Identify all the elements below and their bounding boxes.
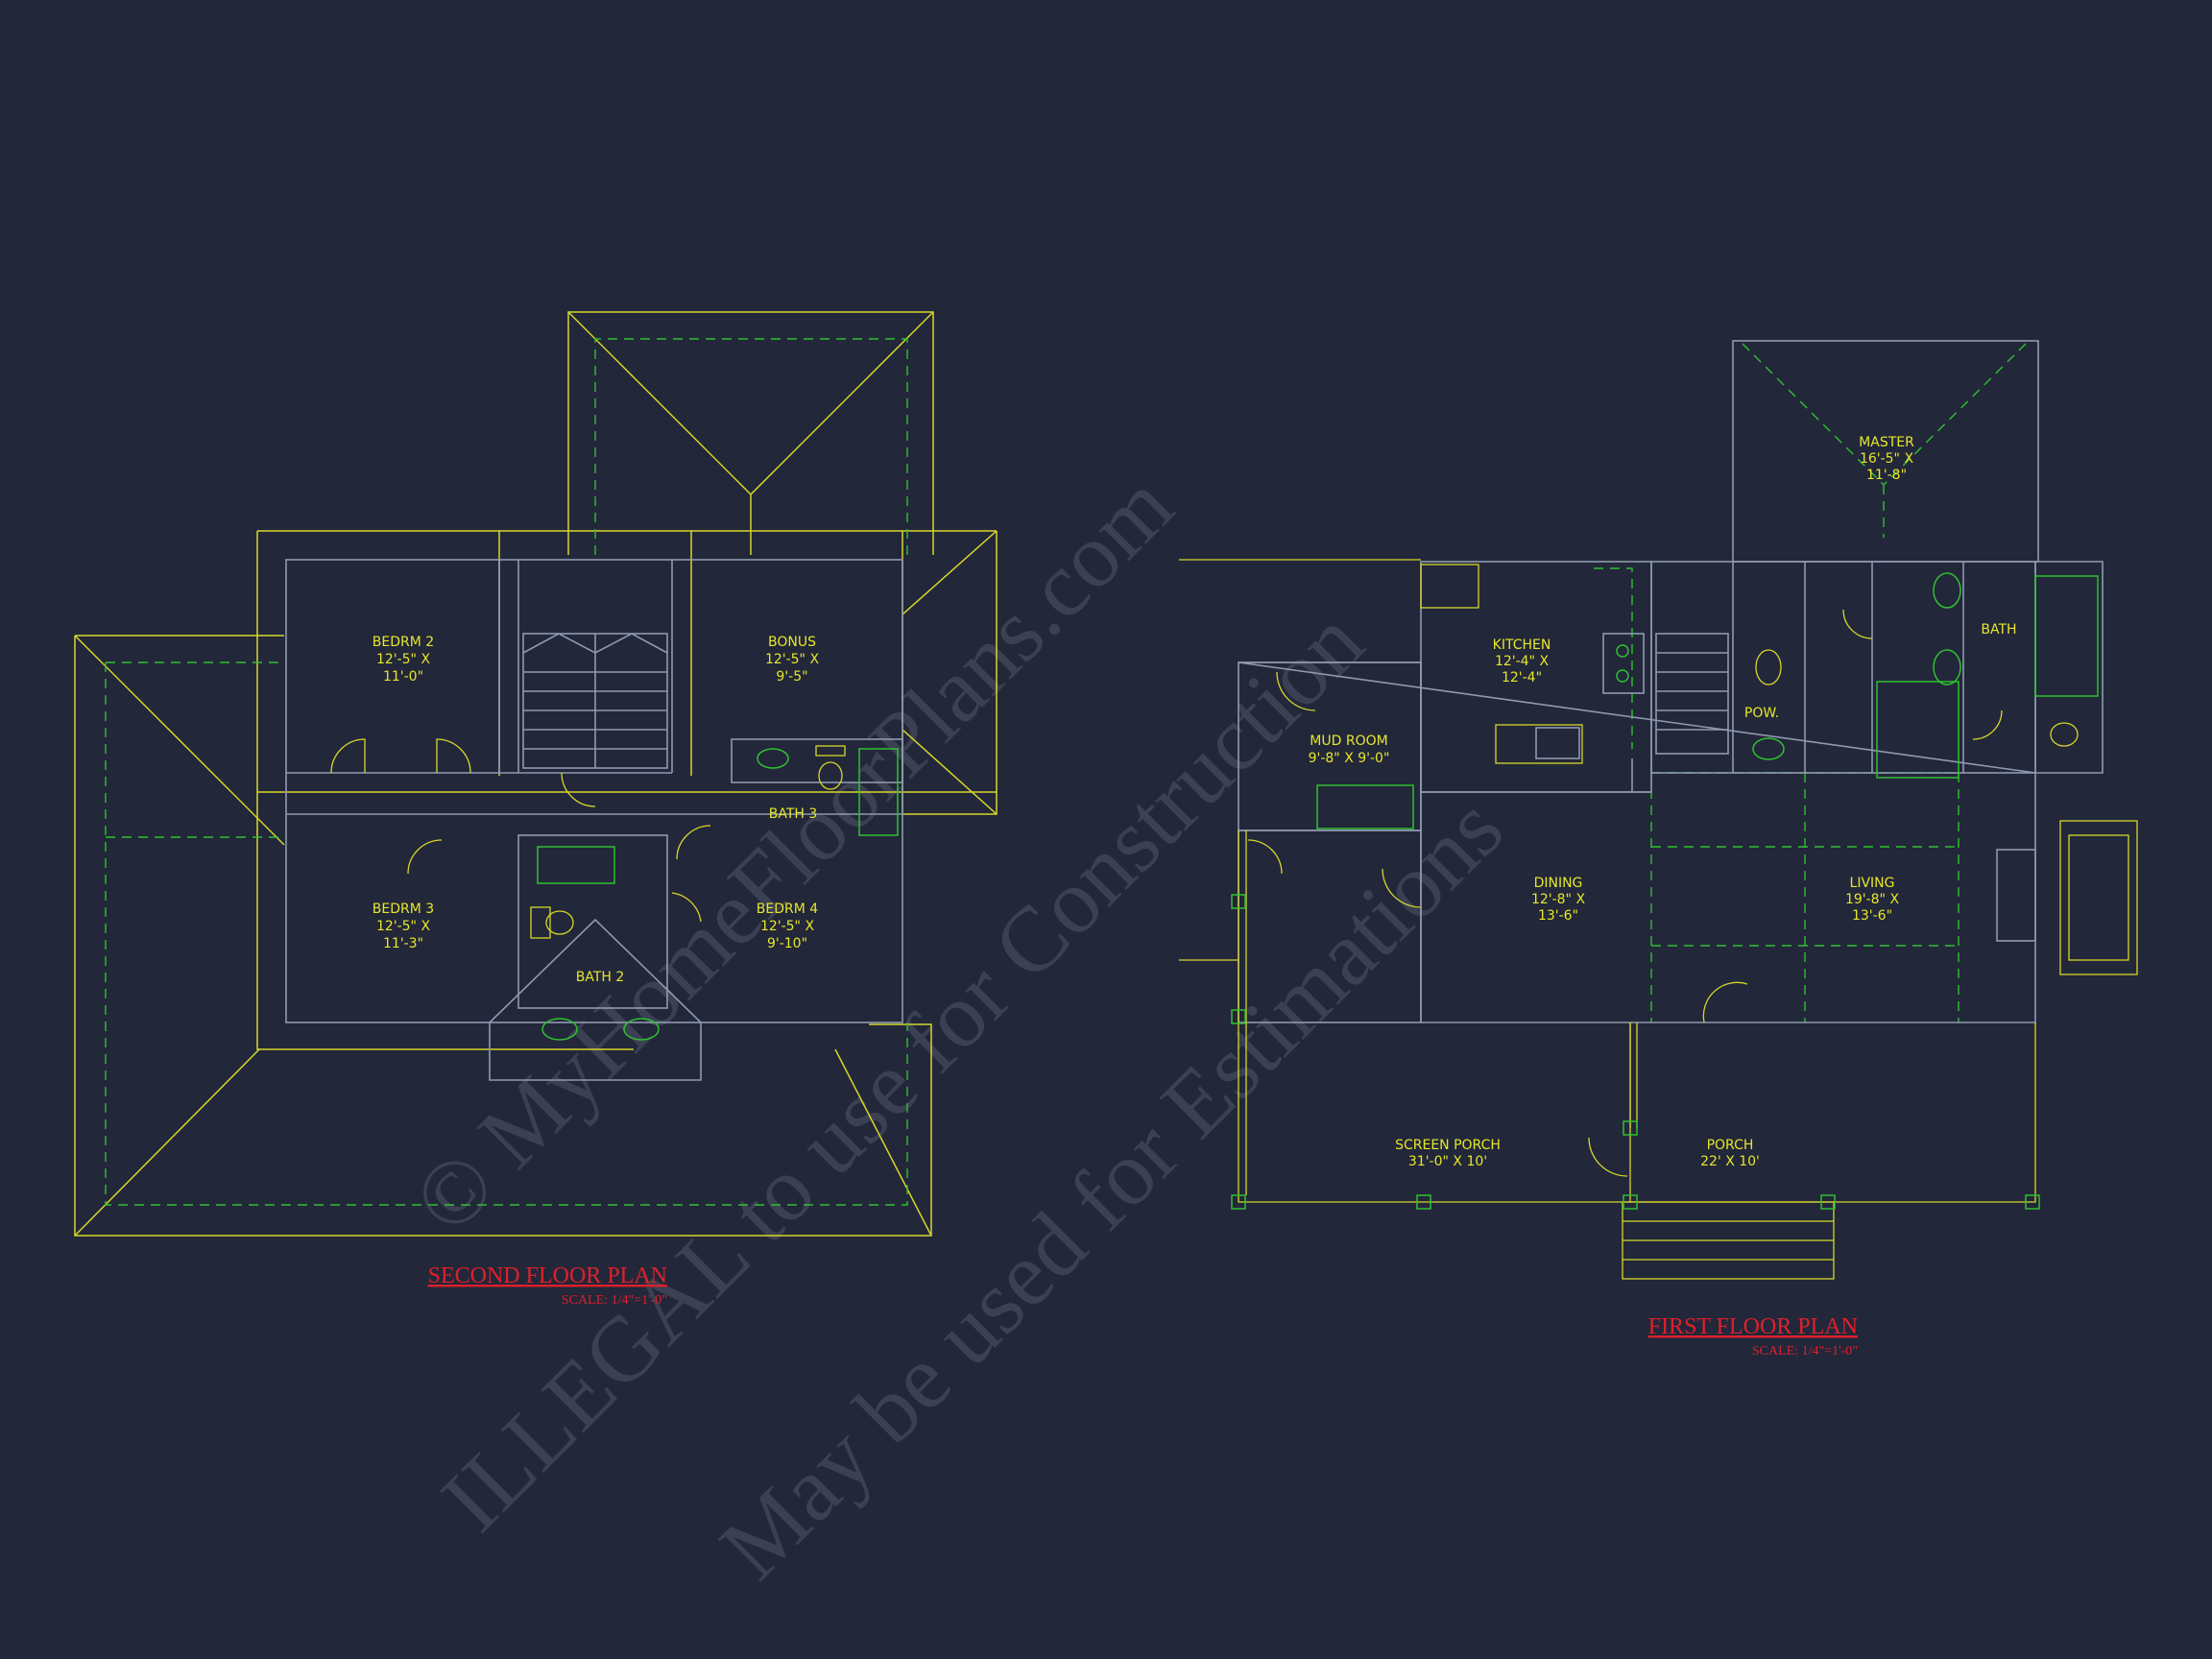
room-name: MASTER [1859,435,1914,450]
room-dims: 9'-10" [767,936,807,951]
second-floor-plan: BEDRM 2 12'-5" X 11'-0" BONUS 12'-5" X 9… [74,311,998,1308]
room-dims: 11'-8" [1866,468,1907,483]
room-name: PORCH [1707,1138,1754,1153]
second-floor-fixtures [330,738,899,1041]
room-name: BONUS [768,635,816,650]
second-floor-scale: SCALE: 1/4"=1'-0" [562,1293,667,1308]
watermark: © MyHomeFloorPlans.com ILLEGAL to use fo… [393,453,1522,1598]
room-dims: 12'-8" X [1531,892,1586,907]
room-name: MUD ROOM [1310,733,1387,749]
first-floor-walls [1238,340,2104,1023]
room-name: BATH 2 [576,970,625,985]
room-dims: 13'-6" [1538,908,1578,924]
room-name: LIVING [1850,876,1895,891]
second-floor-stairs [522,633,668,769]
room-dims: 22' X 10' [1700,1154,1760,1169]
second-floor-title: SECOND FLOOR PLAN [428,1263,667,1288]
room-name: BATH [1981,622,2016,637]
room-name: BATH 3 [769,806,818,822]
first-floor-room-labels: MASTER 16'-5" X 11'-8" KITCHEN 12'-4" X … [1309,435,2017,1169]
room-name: BEDRM 4 [757,902,818,917]
room-dims: 12'-5" X [376,919,431,934]
second-floor-walls [285,559,903,1081]
room-dims: 12'-5" X [760,919,815,934]
first-floor-porches [1179,559,2040,1280]
room-name: DINING [1534,876,1583,891]
second-floor-roof [74,311,998,1237]
room-dims: 11'-0" [383,669,423,685]
first-floor-dashed-lines [1594,343,2027,1022]
room-dims: 16'-5" X [1860,451,1914,467]
room-dims: 31'-0" X 10' [1408,1154,1487,1169]
first-floor-plan: MASTER 16'-5" X 11'-8" KITCHEN 12'-4" X … [1179,340,2138,1358]
first-floor-title: FIRST FLOOR PLAN [1648,1314,1858,1339]
room-name: BEDRM 2 [373,635,434,650]
room-dims: 19'-8" X [1845,892,1900,907]
room-name: KITCHEN [1493,637,1551,653]
first-floor-scale: SCALE: 1/4"=1'-0" [1752,1344,1858,1358]
room-dims: 11'-3" [383,936,423,951]
room-dims: 12'-5" X [765,652,820,667]
room-dims: 12'-5" X [376,652,431,667]
room-name: SCREEN PORCH [1395,1138,1501,1153]
room-dims: 12'-4" [1502,670,1542,685]
room-name: BEDRM 3 [373,902,434,917]
room-dims: 13'-6" [1852,908,1892,924]
room-dims: 12'-4" X [1495,654,1550,669]
room-name: POW. [1744,706,1779,721]
first-floor-fixtures [1247,564,2138,1177]
room-dims: 9'-5" [776,669,807,685]
room-dims: 9'-8" X 9'-0" [1309,751,1390,766]
second-floor-dashed-lines [105,338,908,1206]
second-floor-room-labels: BEDRM 2 12'-5" X 11'-0" BONUS 12'-5" X 9… [373,635,820,985]
